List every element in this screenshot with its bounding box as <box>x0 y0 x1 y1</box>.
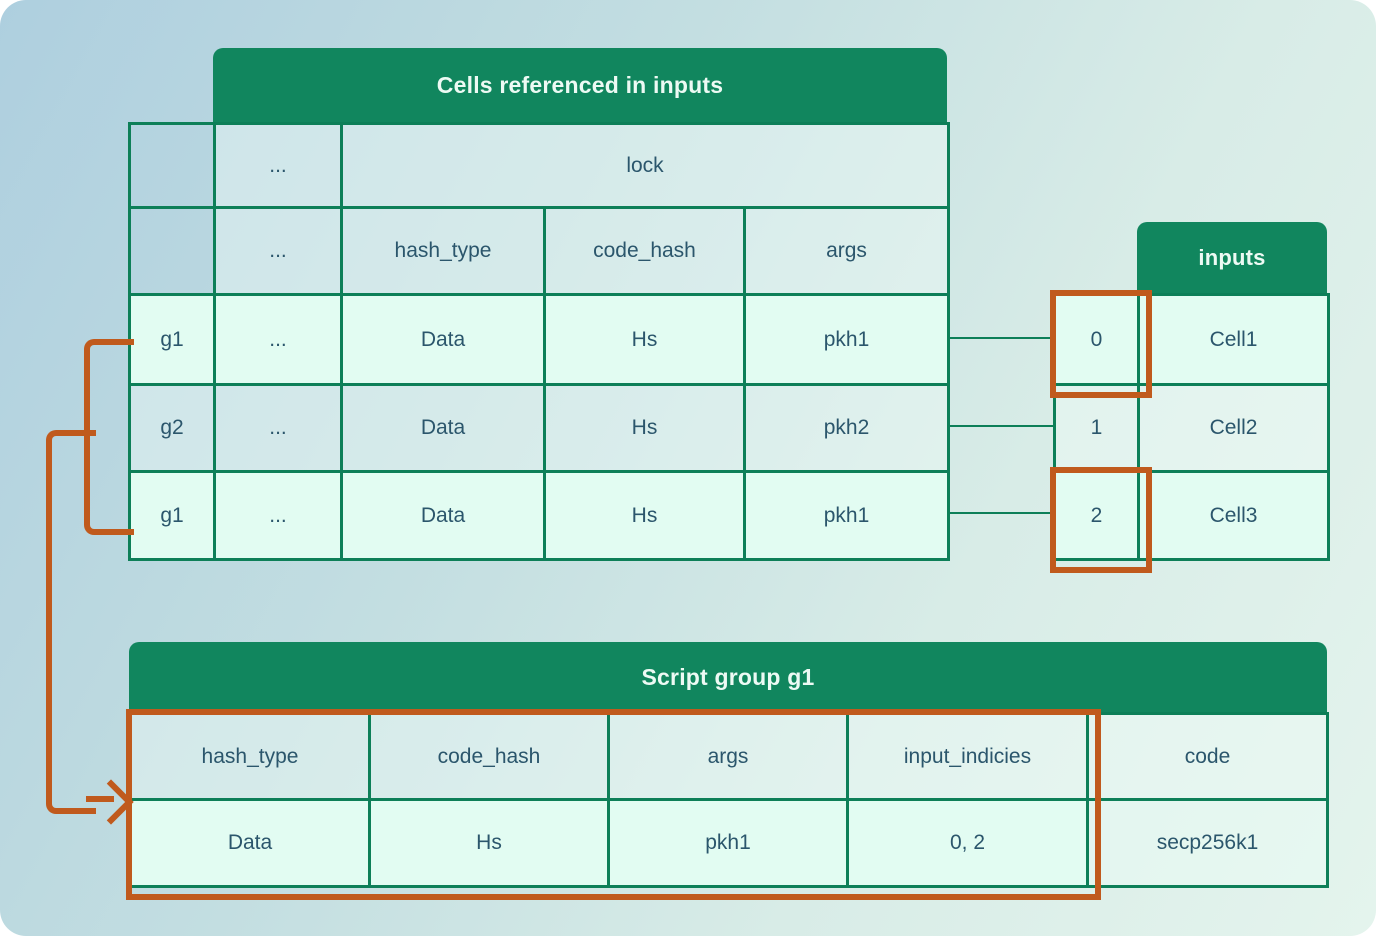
connector-line-row2-input1 <box>947 425 1053 427</box>
args-cell: pkh1 <box>743 470 950 561</box>
hash-type-cell: Data <box>340 470 546 561</box>
ellipsis-cell: ... <box>213 122 343 209</box>
ellipsis-cell: ... <box>213 293 343 386</box>
script-group-header: Script group g1 <box>129 642 1327 712</box>
lock-row: ... lock <box>128 122 950 209</box>
hash-type-value-cell: Data <box>129 798 371 888</box>
input-row-1: 1 Cell2 <box>1053 383 1330 473</box>
ellipsis-cell: ... <box>213 470 343 561</box>
group-cell: g1 <box>128 293 216 386</box>
lock-cell: lock <box>340 122 950 209</box>
input-index-cell: 2 <box>1053 470 1140 561</box>
script-group-value-row: Data Hs pkh1 0, 2 secp256k1 <box>129 798 1329 888</box>
inputs-title: inputs <box>1198 245 1266 270</box>
inputs-header: inputs <box>1137 222 1327 294</box>
connector-line-row3-input2 <box>947 512 1053 514</box>
args-value-cell: pkh1 <box>607 798 849 888</box>
spacer-cell <box>128 206 216 296</box>
group-cell: g1 <box>128 470 216 561</box>
input-cell-name: Cell1 <box>1137 293 1330 386</box>
ellipsis-cell: ... <box>213 383 343 473</box>
input-row-0: 0 Cell1 <box>1053 293 1330 386</box>
group-cell: g2 <box>128 383 216 473</box>
column-header-row: ... hash_type code_hash args <box>128 206 950 296</box>
hash-type-cell: Data <box>340 383 546 473</box>
referenced-cells-title: Cells referenced in inputs <box>436 71 724 98</box>
ellipsis-cell: ... <box>213 206 343 296</box>
args-header-cell: args <box>743 206 950 296</box>
inputs-table: 0 Cell1 1 Cell2 2 Cell3 <box>1053 293 1330 561</box>
args-cell: pkh1 <box>743 293 950 386</box>
script-group-title: Script group g1 <box>641 663 815 690</box>
input-row-2: 2 Cell3 <box>1053 470 1330 561</box>
script-group-header-row: hash_type code_hash args input_indicies … <box>129 712 1329 801</box>
input-indicies-header-cell: input_indicies <box>846 712 1089 801</box>
table-row-g1-first: g1 ... Data Hs pkh1 <box>128 293 950 386</box>
hash-type-cell: Data <box>340 293 546 386</box>
code-hash-header-cell: code_hash <box>368 712 610 801</box>
code-hash-cell: Hs <box>543 470 746 561</box>
hash-type-header-cell: hash_type <box>129 712 371 801</box>
code-hash-cell: Hs <box>543 293 746 386</box>
referenced-cells-table: ... lock ... hash_type code_hash args g1… <box>128 122 950 561</box>
input-cell-name: Cell2 <box>1137 383 1330 473</box>
g1-to-script-group-arrow-extension <box>86 796 114 802</box>
connector-line-row1-input0 <box>947 337 1053 339</box>
table-row-g2: g2 ... Data Hs pkh2 <box>128 383 950 473</box>
referenced-cells-header: Cells referenced in inputs <box>213 48 947 122</box>
args-header-cell: args <box>607 712 849 801</box>
input-cell-name: Cell3 <box>1137 470 1330 561</box>
args-cell: pkh2 <box>743 383 950 473</box>
hash-type-header-cell: hash_type <box>340 206 546 296</box>
code-hash-header-cell: code_hash <box>543 206 746 296</box>
input-index-cell: 1 <box>1053 383 1140 473</box>
code-value-cell: secp256k1 <box>1086 798 1329 888</box>
code-hash-cell: Hs <box>543 383 746 473</box>
input-index-cell: 0 <box>1053 293 1140 386</box>
script-group-table: hash_type code_hash args input_indicies … <box>129 712 1329 888</box>
table-row-g1-second: g1 ... Data Hs pkh1 <box>128 470 950 561</box>
input-indicies-value-cell: 0, 2 <box>846 798 1089 888</box>
code-header-cell: code <box>1086 712 1329 801</box>
g1-to-script-group-arrow-path <box>46 430 96 814</box>
spacer-cell <box>128 122 216 209</box>
code-hash-value-cell: Hs <box>368 798 610 888</box>
